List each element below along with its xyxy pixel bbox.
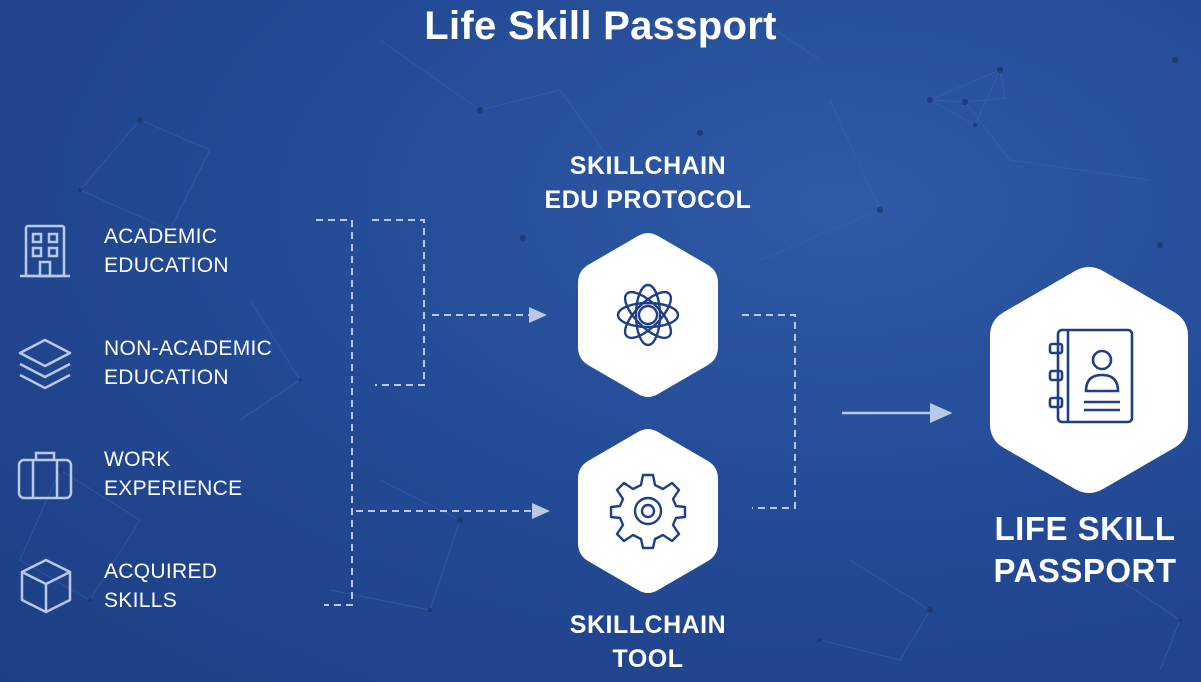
source-label-non-academic: NON-ACADEMIC EDUCATION: [104, 337, 273, 389]
passport-label: LIFE SKILL PASSPORT: [993, 510, 1177, 589]
protocol-label: SKILLCHAIN EDU PROTOCOL: [544, 152, 752, 214]
building-icon: [20, 224, 70, 278]
tool-hexagon: [578, 429, 718, 593]
protocol-hexagon: [578, 233, 718, 397]
layers-icon: [18, 338, 72, 390]
source-label-academic: ACADEMIC EDUCATION: [104, 225, 229, 277]
tool-label: SKILLCHAIN TOOL: [569, 611, 727, 673]
briefcase-icon: [17, 451, 73, 500]
cube-icon: [20, 558, 72, 614]
source-label-skills: ACQUIRED SKILLS: [104, 560, 218, 612]
page-title: Life Skill Passport: [424, 4, 777, 48]
passport-book-icon: [1048, 328, 1134, 424]
flower-network-icon: [616, 283, 680, 347]
source-label-work: WORK EXPERIENCE: [104, 448, 243, 500]
gear-icon: [609, 473, 687, 550]
connector-lines: [316, 219, 796, 606]
